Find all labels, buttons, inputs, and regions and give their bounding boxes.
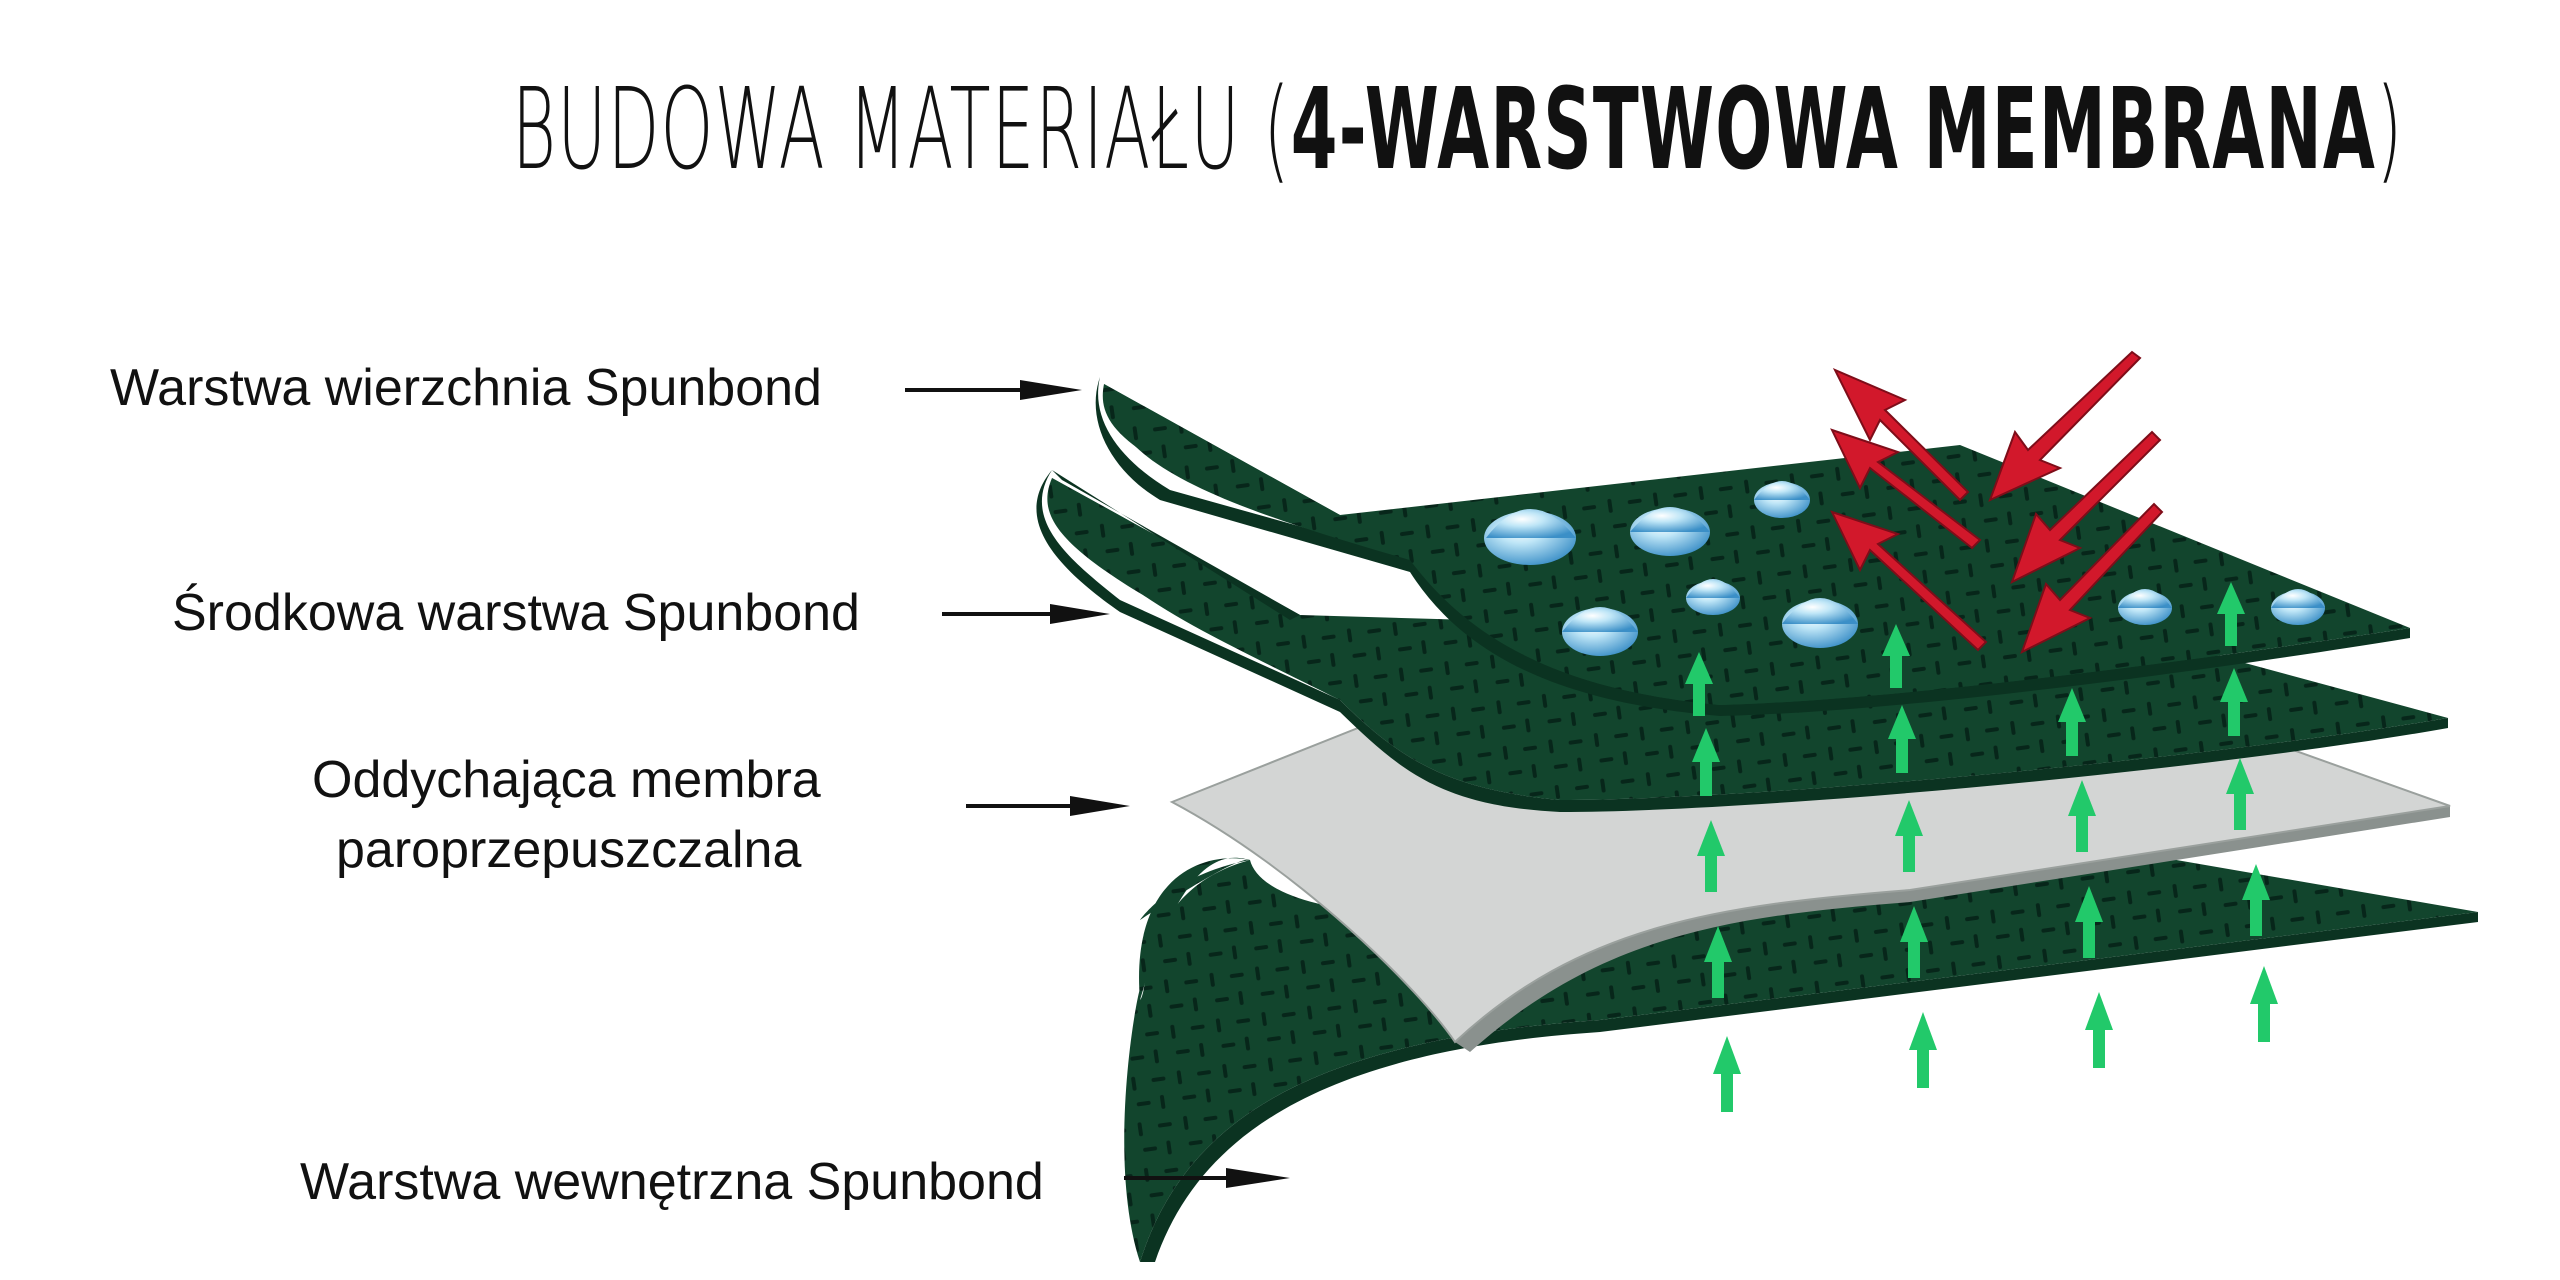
title-part1: BUDOWA MATERIAŁU ( (512, 65, 1291, 195)
green-arrow-icon (1909, 1012, 1937, 1088)
label-middle-layer: Środkowa warstwa Spunbond (172, 584, 860, 642)
green-arrow-icon (2250, 966, 2278, 1042)
green-arrow-icon (2058, 688, 2086, 756)
rain-arrows (1830, 350, 2164, 655)
label-inner-layer: Warstwa wewnętrzna Spunbond (300, 1153, 1044, 1211)
green-arrow-icon (2220, 668, 2248, 736)
water-droplet-icon (2271, 589, 2325, 625)
red-arrow-icon (1832, 368, 1970, 502)
green-arrow-icon (1692, 728, 1720, 796)
red-arrow-icon (1830, 428, 1982, 550)
green-arrow-icon (2075, 886, 2103, 958)
green-arrow-icon (1697, 820, 1725, 892)
green-arrow-icon (1900, 906, 1928, 978)
green-arrow-icon (1895, 800, 1923, 872)
green-arrow-icon (2226, 758, 2254, 830)
green-arrow-icon (1704, 926, 1732, 998)
water-droplet-icon (2118, 589, 2172, 625)
green-arrow-icon (2068, 780, 2096, 852)
top-layer (1095, 377, 2410, 716)
green-arrow-icon (1713, 1036, 1741, 1112)
green-arrow-icon (1888, 705, 1916, 773)
label-top-layer: Warstwa wierzchnia Spunbond (110, 359, 822, 417)
label-membrane-line2: paroprzepuszczalna (336, 821, 802, 879)
red-arrow-icon (1988, 350, 2142, 502)
water-droplet-icon (1484, 509, 1576, 565)
red-arrow-icon (2010, 430, 2162, 585)
green-arrow-icon (2217, 582, 2245, 646)
title-part3: ) (2376, 65, 2404, 195)
water-droplet-icon (1686, 579, 1740, 615)
green-arrow-icon (1685, 652, 1713, 716)
red-arrow-icon (2020, 502, 2164, 655)
title-part2: 4-WARSTWOWA MEMBRANA (1290, 65, 2377, 195)
water-droplet-icon (1562, 607, 1638, 656)
water-droplet-icon (1782, 598, 1858, 648)
pointer-arrows (905, 380, 1290, 1188)
water-droplets (1484, 481, 2325, 656)
green-arrow-icon (2085, 992, 2113, 1068)
green-arrow-icon (2242, 864, 2270, 936)
green-arrow-icon (1882, 624, 1910, 688)
vapor-arrows (1685, 582, 2278, 1112)
water-droplet-icon (1630, 507, 1710, 556)
label-membrane-line1: Oddychająca membra (312, 751, 821, 809)
page-title: BUDOWA MATERIAŁU (4-WARSTWOWA MEMBRANA) (512, 60, 2402, 200)
water-droplet-icon (1754, 481, 1810, 518)
red-arrow-icon (1830, 510, 1988, 652)
